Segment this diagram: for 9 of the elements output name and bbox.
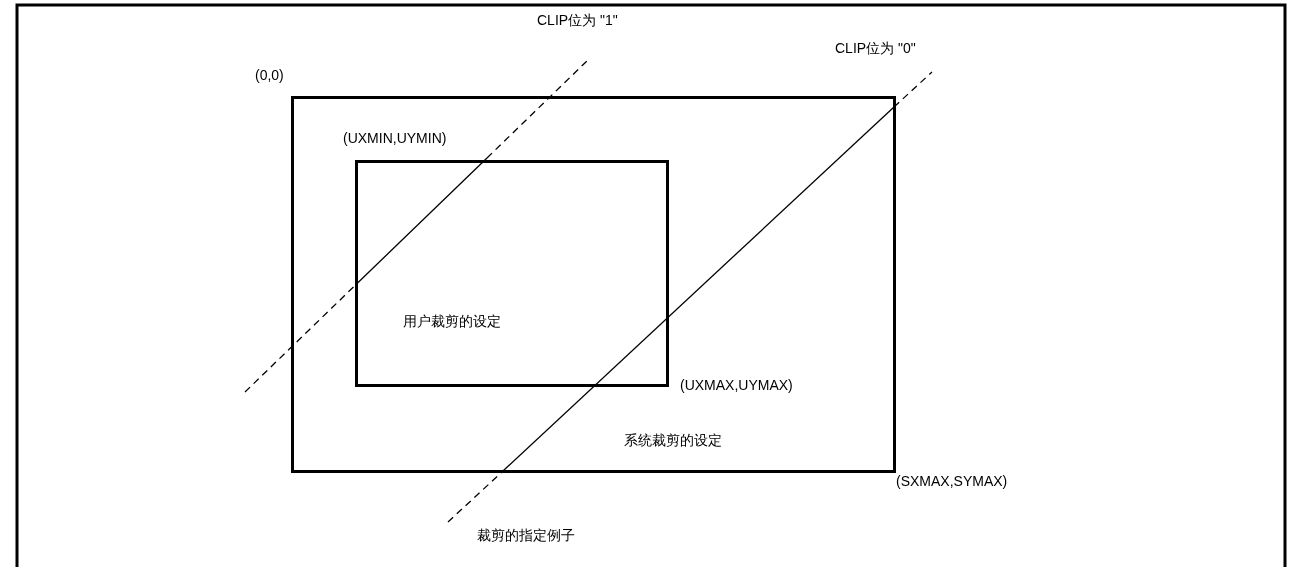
coordinate-label: (UXMAX,UYMAX) xyxy=(680,376,793,394)
region-label: 系统裁剪的设定 xyxy=(624,431,722,449)
coordinate-label: (SXMAX,SYMAX) xyxy=(896,472,1008,490)
region-label: 用户裁剪的设定 xyxy=(403,312,501,330)
coordinate-label: (UXMIN,UYMIN) xyxy=(343,129,447,147)
line-label: CLIP位为 "0" xyxy=(835,39,916,57)
caption: 裁剪的指定例子 xyxy=(477,526,575,544)
coordinate-label: (0,0) xyxy=(255,66,284,84)
line-label: CLIP位为 "1" xyxy=(537,11,618,29)
